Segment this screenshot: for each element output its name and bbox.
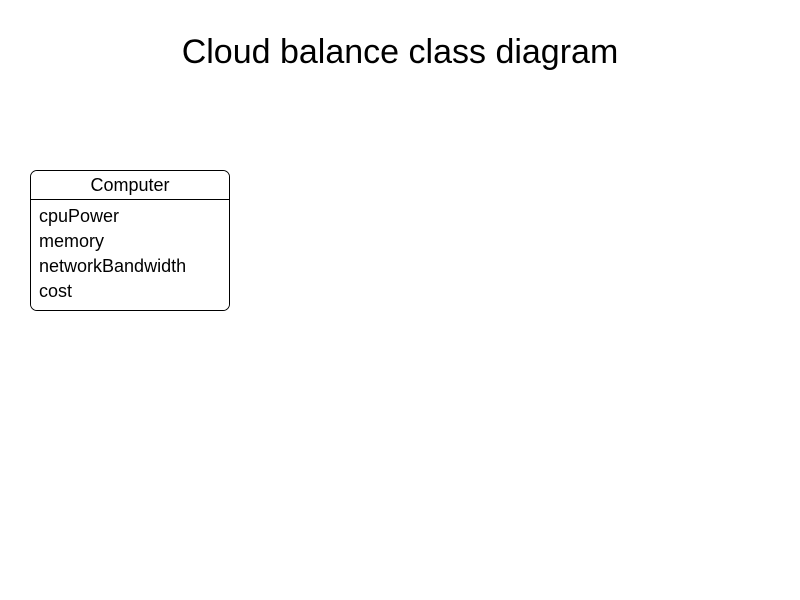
uml-attribute: cost bbox=[39, 281, 73, 301]
uml-attribute: memory bbox=[39, 231, 105, 251]
page-title: Cloud balance class diagram bbox=[181, 33, 619, 71]
uml-attribute-list: cpuPower memory networkBandwidth cost bbox=[31, 200, 229, 310]
uml-class-computer[interactable]: Computer cpuPower memory networkBandwidt… bbox=[30, 170, 230, 311]
uml-class-name: Computer bbox=[31, 171, 229, 200]
uml-attribute: networkBandwidth bbox=[39, 256, 187, 276]
uml-attribute: cpuPower bbox=[39, 206, 120, 226]
